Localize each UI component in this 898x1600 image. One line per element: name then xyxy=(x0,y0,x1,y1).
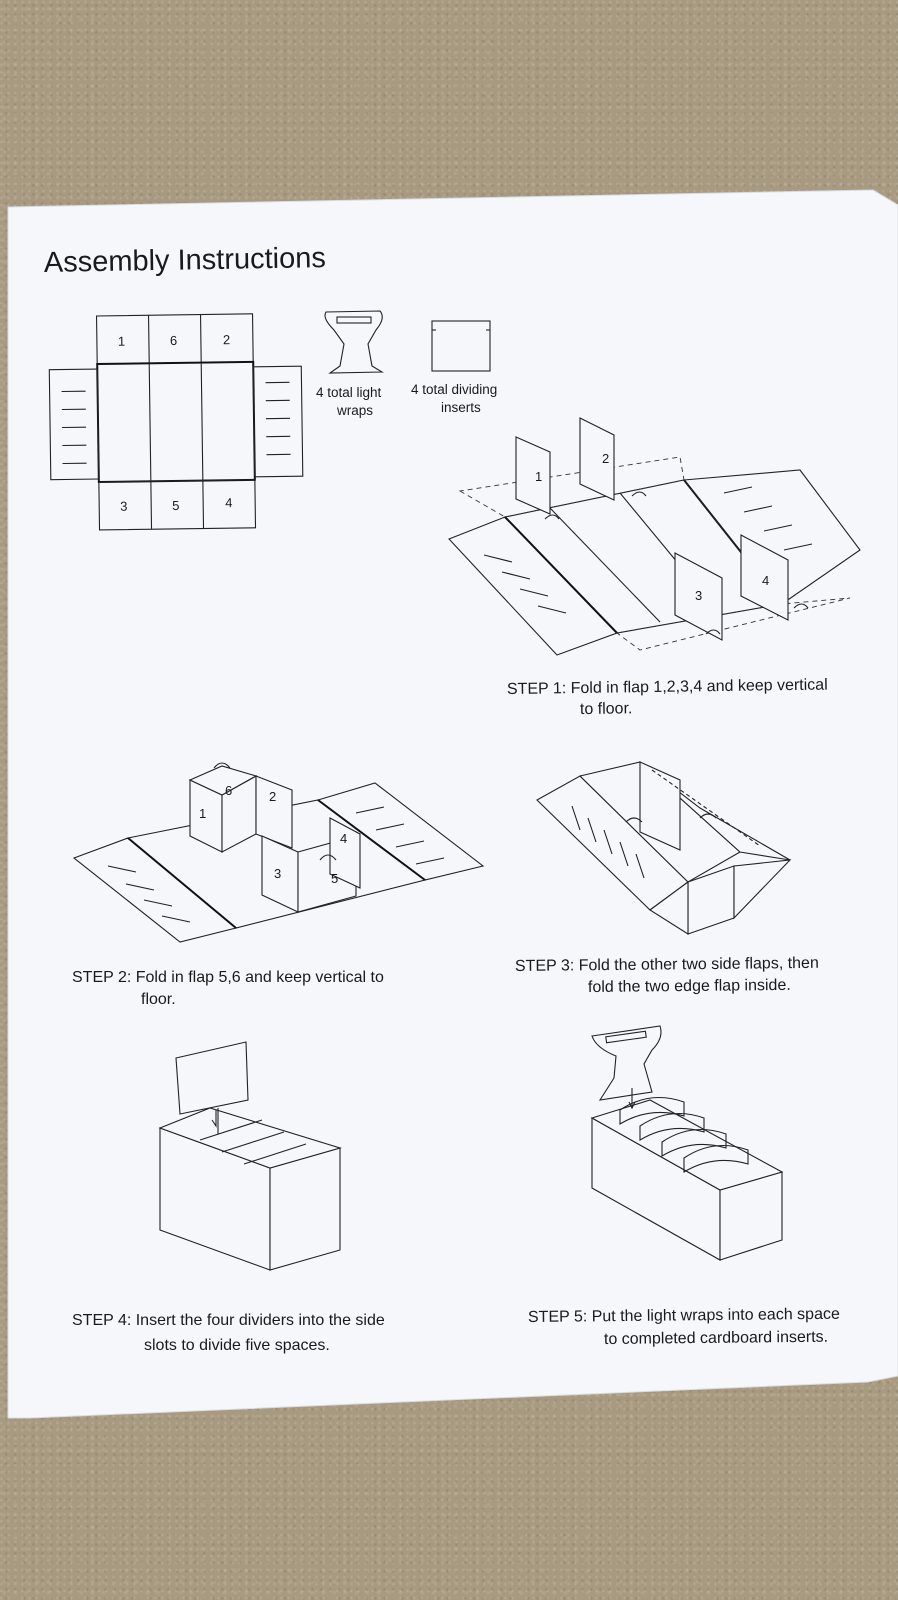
dividing-insert-icon xyxy=(431,320,491,372)
step2-flap-label-6: 6 xyxy=(225,783,232,798)
step2-flap-label-2: 2 xyxy=(269,789,276,804)
step2-flap-label-1: 1 xyxy=(199,806,206,821)
step4-diagram xyxy=(158,1041,342,1271)
light-wraps-label-line2: wraps xyxy=(336,403,373,418)
step1-flap-label-2: 2 xyxy=(602,451,609,466)
step2-diagram: 1 6 2 3 5 4 xyxy=(72,762,485,943)
step4-caption-line2: slots to divide five spaces. xyxy=(144,1337,330,1354)
net-flap-label-3: 3 xyxy=(120,499,127,514)
net-flap-label-1: 1 xyxy=(118,334,125,349)
step2-flap-label-3: 3 xyxy=(274,866,281,881)
net-flap-label-4: 4 xyxy=(225,495,232,510)
net-flap-label-2: 2 xyxy=(223,332,230,347)
step5-caption-line1: STEP 5: Put the light wraps into each sp… xyxy=(528,1306,840,1326)
step2-caption-line1: STEP 2: Fold in flap 5,6 and keep vertic… xyxy=(72,969,384,986)
step1-diagram: 1 2 3 4 xyxy=(448,417,861,656)
step4-caption-line1: STEP 4: Insert the four dividers into th… xyxy=(72,1312,385,1329)
step1-flap-label-3: 3 xyxy=(695,588,702,603)
step1-flap-label-1: 1 xyxy=(535,469,542,484)
step2-flap-label-4: 4 xyxy=(340,831,347,846)
step1-flap-label-4: 4 xyxy=(762,573,769,588)
page-title: Assembly Instructions xyxy=(44,242,327,279)
step5-caption-line2: to completed cardboard inserts. xyxy=(604,1329,828,1348)
box-net-diagram: 1 6 2 3 5 4 xyxy=(48,313,304,531)
step3-diagram xyxy=(536,761,792,935)
step3-caption-line1: STEP 3: Fold the other two side flaps, t… xyxy=(515,955,819,975)
step1-caption-line2: to floor. xyxy=(580,700,633,718)
step5-diagram xyxy=(590,1025,784,1261)
step1-caption-line1: STEP 1: Fold in flap 1,2,3,4 and keep ve… xyxy=(507,677,828,698)
step3-caption-line2: fold the two edge flap inside. xyxy=(588,977,791,996)
light-wrap-icon xyxy=(324,310,384,374)
net-flap-label-5: 5 xyxy=(172,498,179,513)
step2-flap-label-5: 5 xyxy=(331,871,338,886)
net-flap-label-6: 6 xyxy=(170,333,177,348)
dividing-inserts-label-line1: 4 total dividing xyxy=(411,382,497,397)
light-wraps-label-line1: 4 total light xyxy=(316,385,382,400)
dividing-inserts-label-line2: inserts xyxy=(441,400,481,415)
instruction-sheet xyxy=(7,189,898,1419)
step2-caption-line2: floor. xyxy=(141,991,176,1008)
